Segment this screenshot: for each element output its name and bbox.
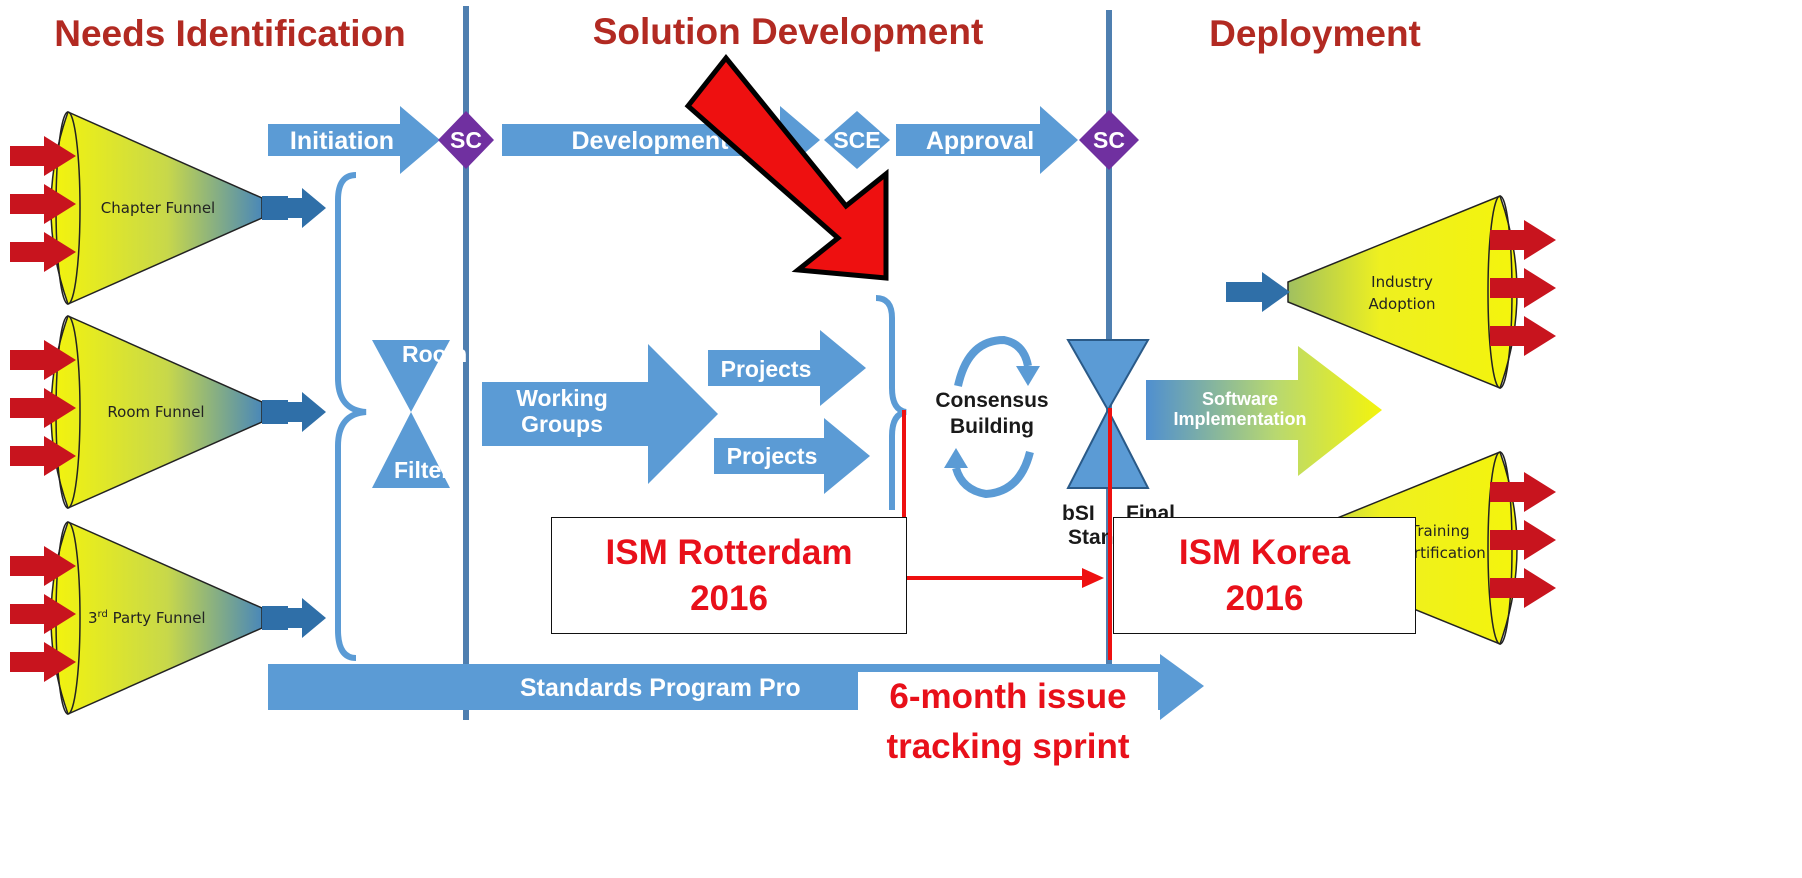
industry-label-1: Industry <box>1371 273 1433 291</box>
sprint-note: 6-month issue tracking sprint <box>858 672 1158 872</box>
sc-label-1: SC <box>450 127 482 153</box>
sc-diamond-2 <box>1079 110 1139 170</box>
center-brace <box>875 295 907 510</box>
filter-bottom-label: Filter <box>394 457 450 483</box>
standard-label: Stan <box>1068 526 1114 549</box>
room-filter-hourglass: Room Filter <box>372 340 467 488</box>
sc-label-2: SC <box>1093 127 1125 153</box>
approval-label: Approval <box>926 127 1034 155</box>
filter-top-label: Room <box>402 341 467 367</box>
working-groups-label-1: Working <box>516 385 608 411</box>
ism-rotterdam-callout: ISM Rotterdam 2016 <box>551 517 907 634</box>
initiation-arrow <box>268 106 440 174</box>
third-party-funnel-label: 3rd Party Funnel <box>88 609 206 627</box>
software-label-1: Software <box>1202 389 1278 409</box>
projects-label-top: Projects <box>721 356 812 382</box>
phase-title-deployment: Deployment <box>1209 13 1421 54</box>
training-label-2: Certification <box>1394 544 1486 562</box>
initiation-label: Initiation <box>290 127 394 155</box>
consensus-cycle: Consensus Building <box>935 335 1049 499</box>
industry-input-arrow <box>1226 272 1290 312</box>
development-arrow <box>502 106 820 174</box>
sc-diamond-1 <box>438 111 494 169</box>
room-output-arrow <box>288 392 326 432</box>
chapter-output-arrow <box>288 188 326 228</box>
phase-title-solution: Solution Development <box>593 11 984 52</box>
sce-label: SCE <box>833 127 880 153</box>
sprint-timeline-arrowhead <box>1082 568 1104 588</box>
bsi-label: bSI <box>1062 502 1095 525</box>
working-groups-label-2: Groups <box>521 411 603 437</box>
standards-program-label: Standards Program Pro <box>520 674 801 702</box>
approval-arrow <box>896 106 1078 174</box>
left-input-arrows <box>10 136 76 682</box>
training-label-1: Training <box>1409 522 1469 540</box>
projects-arrow-bottom <box>714 418 870 494</box>
third-party-funnel: 3rd Party Funnel <box>50 520 288 716</box>
third-party-output-arrow <box>288 598 326 638</box>
sce-diamond <box>824 111 890 169</box>
software-implementation-arrow <box>1146 346 1382 476</box>
ism-korea-callout: ISM Korea 2016 <box>1113 517 1416 634</box>
red-pointer-arrow <box>684 54 889 281</box>
industry-adoption-funnel: Industry Adoption <box>1287 195 1518 389</box>
development-label: Development <box>572 127 730 155</box>
room-funnel-label: Room Funnel <box>107 403 204 421</box>
phase-title-needs: Needs Identification <box>54 13 406 54</box>
projects-arrow-top <box>708 330 866 406</box>
consensus-label-2: Building <box>950 415 1034 438</box>
chapter-funnel: Chapter Funnel <box>50 110 288 306</box>
software-label-2: Implementation <box>1173 409 1306 429</box>
projects-label-bottom: Projects <box>727 443 818 469</box>
consensus-label-1: Consensus <box>935 389 1048 412</box>
left-brace <box>335 172 367 661</box>
chapter-funnel-label: Chapter Funnel <box>101 199 215 217</box>
room-funnel: Room Funnel <box>50 314 288 510</box>
industry-label-2: Adoption <box>1369 295 1436 313</box>
working-groups-arrow <box>482 344 718 484</box>
right-output-arrows <box>1490 220 1556 608</box>
